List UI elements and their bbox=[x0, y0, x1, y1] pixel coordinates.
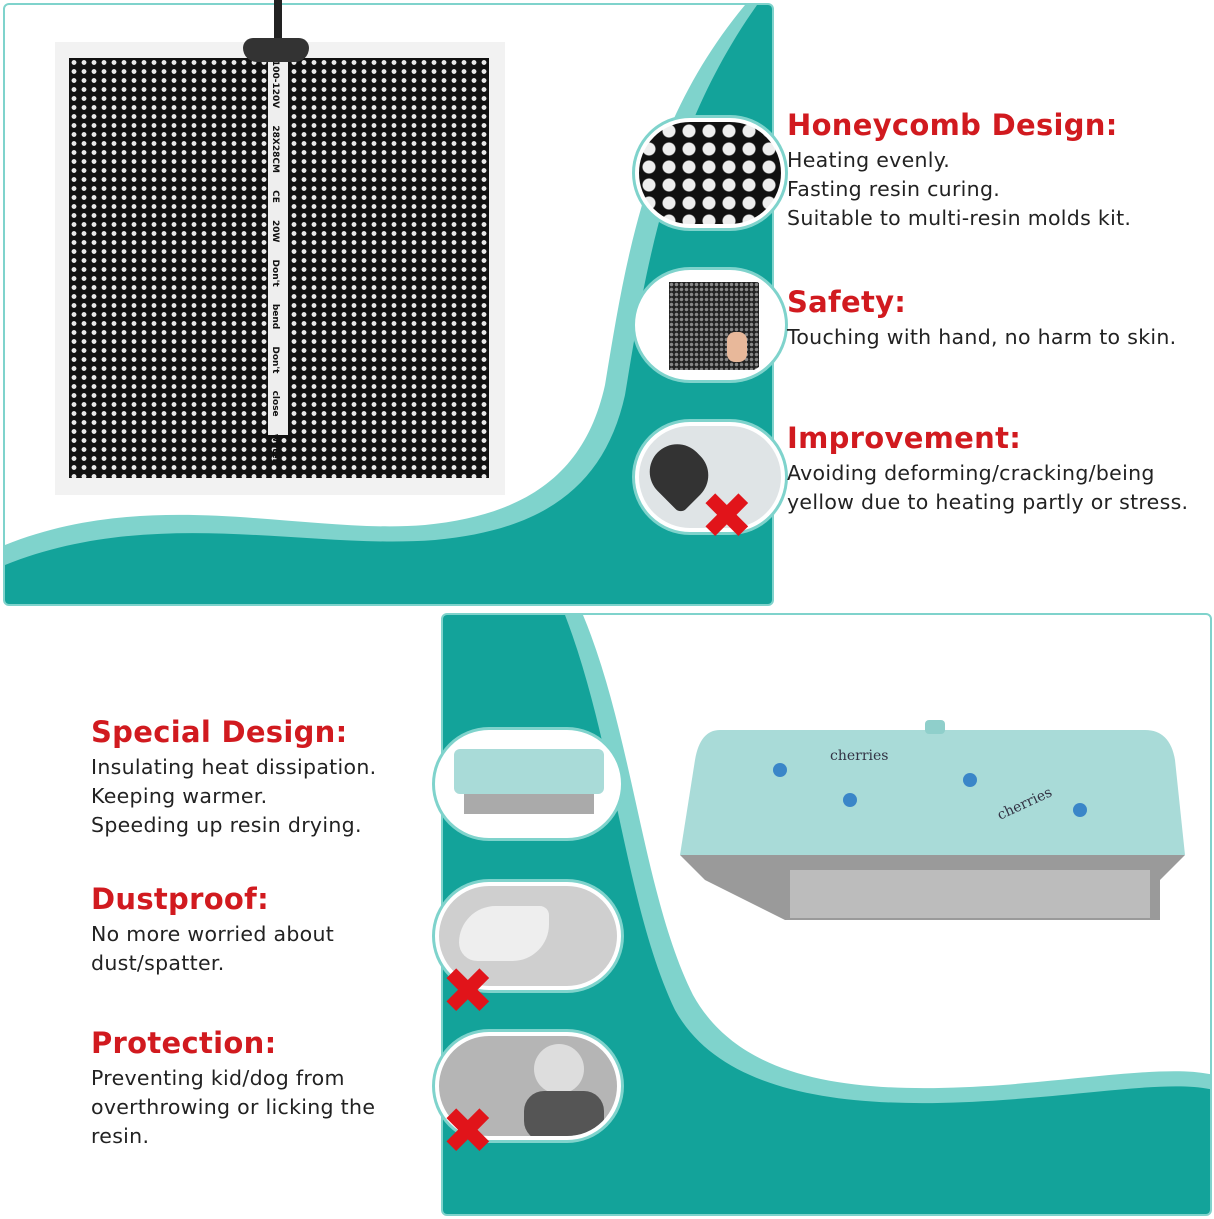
feature-honeycomb: Honeycomb Design: Heating evenly. Fastin… bbox=[787, 108, 1131, 233]
teal-wave-background bbox=[443, 615, 1210, 1214]
feature-title: Safety: bbox=[787, 285, 907, 319]
feature-safety: Safety: Touching with hand, no harm to s… bbox=[787, 285, 1176, 352]
feature-line: Insulating heat dissipation. bbox=[91, 755, 377, 779]
teal-wave-background bbox=[5, 5, 772, 604]
feature-title: Protection: bbox=[91, 1026, 277, 1060]
cover-print-text: cherries bbox=[830, 748, 888, 764]
feature-line: overthrowing or licking the bbox=[91, 1095, 376, 1119]
feature-title: Improvement: bbox=[787, 421, 1022, 455]
cross-mark-icon: ✖ bbox=[700, 480, 754, 554]
feature-line: Touching with hand, no harm to skin. bbox=[787, 325, 1177, 349]
feature-line: Speeding up resin drying. bbox=[91, 813, 362, 837]
label-strip-text: 100-120V 28X28CM CE 20W Don't bend Don't… bbox=[270, 60, 280, 464]
feature-title: Special Design: bbox=[91, 715, 348, 749]
feature-line: Preventing kid/dog from bbox=[91, 1066, 345, 1090]
label-strip bbox=[268, 50, 288, 435]
thumb-dusty-resin bbox=[435, 882, 621, 990]
feature-line: Heating evenly. bbox=[787, 148, 951, 172]
feature-title: Dustproof: bbox=[91, 882, 269, 916]
feature-line: Fasting resin curing. bbox=[787, 177, 1001, 201]
thumb-kid-dog bbox=[435, 1032, 621, 1140]
feature-line: yellow due to heating partly or stress. bbox=[787, 490, 1189, 514]
plug-connector bbox=[243, 38, 309, 62]
feature-line: dust/spatter. bbox=[91, 951, 225, 975]
feature-line: Avoiding deforming/cracking/being bbox=[787, 461, 1155, 485]
feature-line: No more worried about bbox=[91, 922, 335, 946]
thumb-cover bbox=[435, 730, 621, 838]
feature-title: Honeycomb Design: bbox=[787, 108, 1118, 142]
feature-improvement: Improvement: Avoiding deforming/cracking… bbox=[787, 421, 1188, 517]
thumb-deformed-resin bbox=[635, 422, 785, 532]
feature-dustproof: Dustproof: No more worried about dust/sp… bbox=[91, 882, 334, 978]
thumb-honeycomb bbox=[635, 118, 785, 228]
feature-line: resin. bbox=[91, 1124, 150, 1148]
dome-cover-image: cherries cherries bbox=[680, 720, 1185, 920]
cross-mark-icon: ✖ bbox=[441, 1095, 495, 1169]
feature-special-design: Special Design: Insulating heat dissipat… bbox=[91, 715, 376, 840]
feature-protection: Protection: Preventing kid/dog from over… bbox=[91, 1026, 375, 1151]
feature-line: Keeping warmer. bbox=[91, 784, 268, 808]
feature-line: Suitable to multi-resin molds kit. bbox=[787, 206, 1132, 230]
power-cord bbox=[274, 0, 282, 40]
cross-mark-icon: ✖ bbox=[441, 955, 495, 1029]
thumb-hand-touch bbox=[635, 270, 785, 380]
